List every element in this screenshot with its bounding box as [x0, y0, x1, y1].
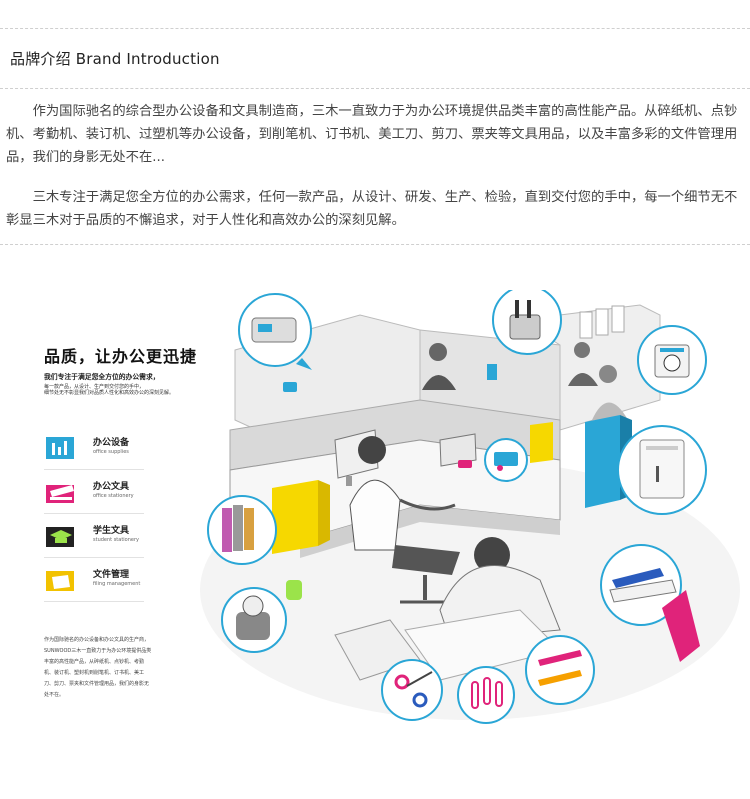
section-title: 品牌介绍 Brand Introduction [10, 50, 220, 68]
intro-paragraph-1: 作为国际驰名的综合型办公设备和文具制造商，三木一直致力于为办公环境提供品类丰富的… [6, 104, 738, 165]
category-sublabel: filing management [93, 581, 141, 587]
category-label: 学生文具 [93, 526, 130, 536]
graduation-cap-icon [46, 527, 74, 547]
cutter-knife-callout [525, 635, 595, 705]
office-equipment-icon [46, 437, 74, 459]
category-sublabel: office supplies [93, 449, 129, 455]
scissors-callout [381, 659, 443, 721]
folder-icon [46, 571, 74, 591]
poster-blurb: 作为国际驰名的办公设备和办公文具的生产商，SUNWOOD三木一直致力于为办公环境… [44, 637, 152, 698]
category-office-stationery[interactable]: 办公文具 office stationery [44, 474, 144, 514]
poster-subheadline: 我们专注于满足您全方位的办公需求， [44, 373, 160, 381]
top-divider [0, 28, 750, 29]
category-sublabel: student stationery [93, 537, 140, 543]
poster-subtext-1: 每一款产品，从设计、生产到交付您的手中， [44, 384, 145, 390]
paper-clips-callout [457, 666, 515, 724]
money-counter-callout [238, 293, 312, 370]
binder-clip-callout [484, 438, 528, 482]
poster-subtext-2: 细节处无不彰显我们对品质人性化和高效办公的深刻见解。 [44, 390, 175, 396]
poster-headline: 品质，让办公更迅捷 [44, 347, 198, 366]
title-divider [0, 88, 750, 89]
category-office-equipment[interactable]: 办公设备 office supplies [44, 430, 144, 470]
time-clock-callout [637, 325, 707, 395]
file-folders-callout [207, 495, 277, 565]
category-sublabel: office stationery [93, 493, 134, 499]
shredder-callout [617, 425, 707, 515]
category-student-stationery[interactable]: 学生文具 student stationery [44, 518, 144, 558]
office-scene-illustration [200, 290, 740, 724]
stapler-pink-callout [600, 544, 700, 662]
intro-paragraph-2: 三木专注于满足您全方位的办公需求，任何一款产品，从设计、研发、生产、检验，直到交… [6, 190, 738, 228]
category-label: 办公文具 [93, 482, 130, 492]
category-label: 文件管理 [93, 570, 130, 580]
bottom-divider [0, 244, 750, 245]
stapler-icon [46, 485, 74, 503]
brand-illustration: 品质，让办公更迅捷 我们专注于满足您全方位的办公需求， 每一款产品，从设计、生产… [0, 290, 750, 760]
category-label: 办公设备 [93, 438, 130, 448]
stapler-callout [492, 290, 562, 355]
category-filing-management[interactable]: 文件管理 filing management [44, 562, 144, 602]
pencil-sharpener-callout [221, 580, 302, 653]
